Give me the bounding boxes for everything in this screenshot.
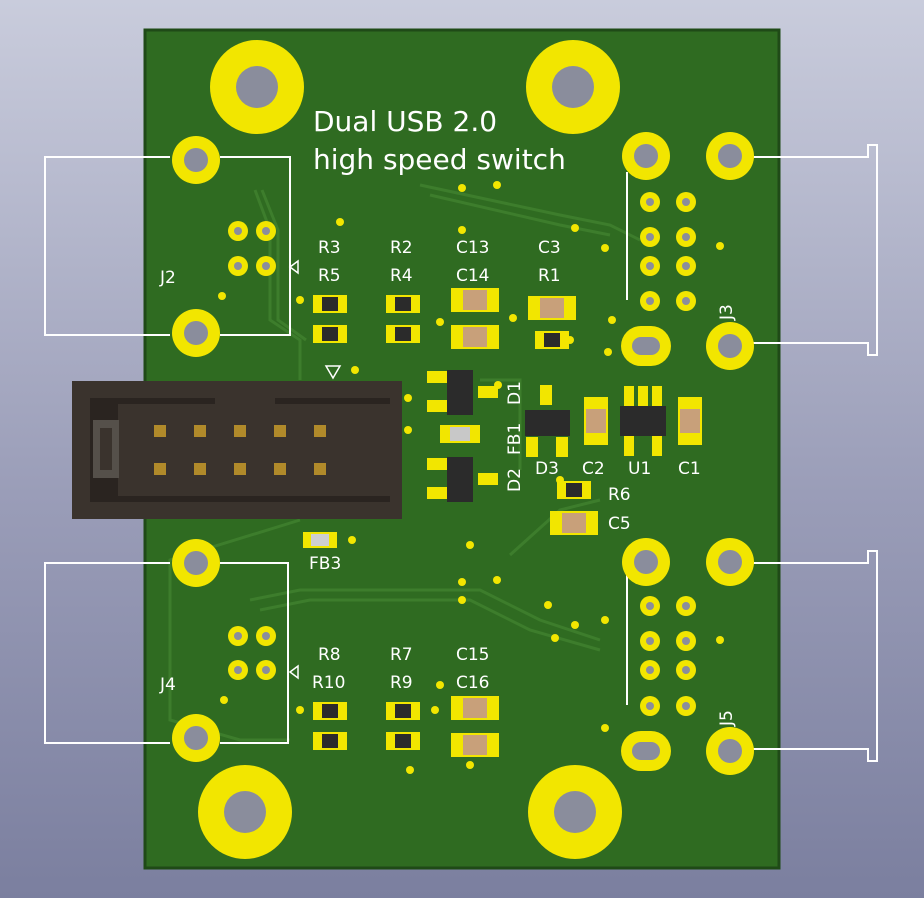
sot23-packages bbox=[427, 370, 666, 502]
connector-outlines bbox=[44, 144, 878, 762]
board-title-line2: high speed switch bbox=[313, 143, 566, 176]
label-r1: R1 bbox=[538, 266, 561, 286]
label-u1: U1 bbox=[628, 459, 651, 479]
label-r2: R2 bbox=[390, 238, 413, 258]
label-d2: D2 bbox=[505, 468, 525, 492]
label-r9: R9 bbox=[390, 673, 413, 693]
box-header-2x5 bbox=[72, 381, 402, 519]
label-j4: J4 bbox=[159, 675, 176, 695]
connector-shield-pads bbox=[172, 132, 754, 775]
smd-resistors bbox=[303, 295, 591, 750]
label-r4: R4 bbox=[390, 266, 413, 286]
label-c3: C3 bbox=[538, 238, 561, 258]
label-r6: R6 bbox=[608, 485, 631, 505]
label-c16: C16 bbox=[456, 673, 490, 693]
label-fb3: FB3 bbox=[309, 554, 341, 574]
label-j3: J3 bbox=[717, 304, 737, 321]
label-j2: J2 bbox=[159, 268, 176, 288]
label-r10: R10 bbox=[312, 673, 345, 693]
label-r8: R8 bbox=[318, 645, 341, 665]
label-c5: C5 bbox=[608, 514, 631, 534]
via-dots bbox=[218, 181, 724, 774]
label-d1: D1 bbox=[505, 381, 525, 405]
label-r3: R3 bbox=[318, 238, 341, 258]
connector-pin-pads bbox=[228, 192, 696, 716]
label-c1: C1 bbox=[678, 459, 701, 479]
pin1-markers bbox=[288, 259, 342, 680]
label-j5: J5 bbox=[717, 710, 737, 727]
label-c15: C15 bbox=[456, 645, 490, 665]
label-fb1: FB1 bbox=[505, 423, 525, 455]
smd-capacitors bbox=[440, 288, 702, 757]
label-r7: R7 bbox=[390, 645, 413, 665]
label-c13: C13 bbox=[456, 238, 490, 258]
board-title-line1: Dual USB 2.0 bbox=[313, 105, 497, 138]
label-r5: R5 bbox=[318, 266, 341, 286]
label-d3: D3 bbox=[535, 459, 559, 479]
label-c14: C14 bbox=[456, 266, 490, 286]
mounting-holes bbox=[198, 40, 622, 859]
label-c2: C2 bbox=[582, 459, 605, 479]
